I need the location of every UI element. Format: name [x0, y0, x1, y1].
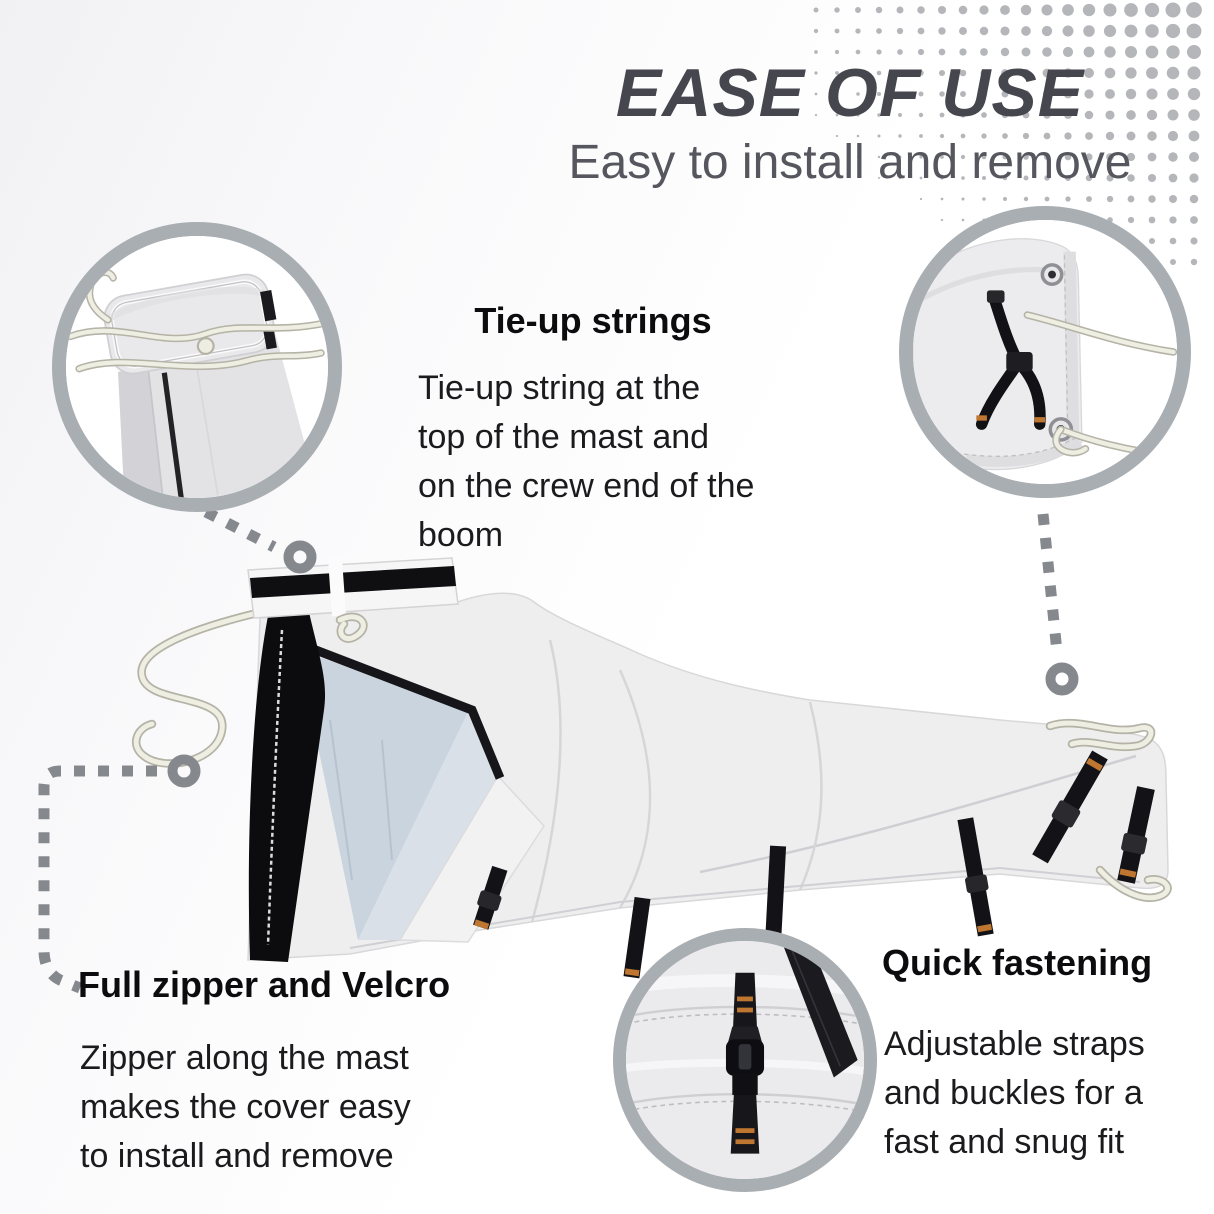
- detail-photo-mast-top: [52, 222, 342, 512]
- detail-photo-buckle: [613, 928, 877, 1192]
- feature-quick-fastening-body: Adjustable straps and buckles for a fast…: [884, 1020, 1145, 1167]
- open-flap-lining: [298, 639, 545, 943]
- tie-up-string: [66, 268, 328, 373]
- feature-tie-up-strings-heading: Tie-up strings: [413, 300, 773, 342]
- feature-heading: Full zipper and Velcro: [78, 964, 451, 1005]
- zipper-band: [248, 606, 326, 962]
- feature-full-zipper-body: Zipper along the mast makes the cover ea…: [80, 1034, 411, 1181]
- detail-photo-boom-end-strap: [899, 206, 1191, 498]
- page-subtitle: Easy to install and remove: [568, 136, 1132, 190]
- vertical-strap-buckle: [725, 972, 765, 1154]
- feature-heading: Quick fastening: [882, 942, 1153, 983]
- body-line: boom: [418, 516, 504, 554]
- body-line: on the crew end of the: [418, 467, 755, 505]
- strap-and-buckle: [975, 290, 1046, 430]
- body-line: to install and remove: [80, 1137, 394, 1175]
- mast-top-rope: [131, 605, 275, 768]
- body-line: Zipper along the mast: [80, 1039, 409, 1077]
- body-line: fast and snug fit: [884, 1123, 1125, 1161]
- feature-heading: Tie-up strings: [474, 300, 712, 341]
- mast-cap-fabric: [103, 273, 315, 498]
- product-photo-sail-cover: [131, 557, 1172, 985]
- header: EASE OF USE Easy to install and remove: [500, 55, 1200, 190]
- feature-full-zipper-heading: Full zipper and Velcro: [78, 964, 450, 1006]
- diagonal-strap: [781, 941, 858, 1078]
- feature-tie-up-strings-body: Tie-up string at the top of the mast and…: [418, 364, 754, 560]
- body-line: Adjustable straps: [884, 1025, 1145, 1063]
- body-line: Tie-up string at the: [418, 369, 701, 407]
- boom-end-ropes: [1045, 718, 1172, 902]
- body-line: and buckles for a: [884, 1074, 1143, 1112]
- body-line: makes the cover easy: [80, 1088, 411, 1126]
- feature-quick-fastening-heading: Quick fastening: [882, 942, 1152, 984]
- body-line: top of the mast and: [418, 418, 710, 456]
- page-title: EASE OF USE: [615, 55, 1085, 131]
